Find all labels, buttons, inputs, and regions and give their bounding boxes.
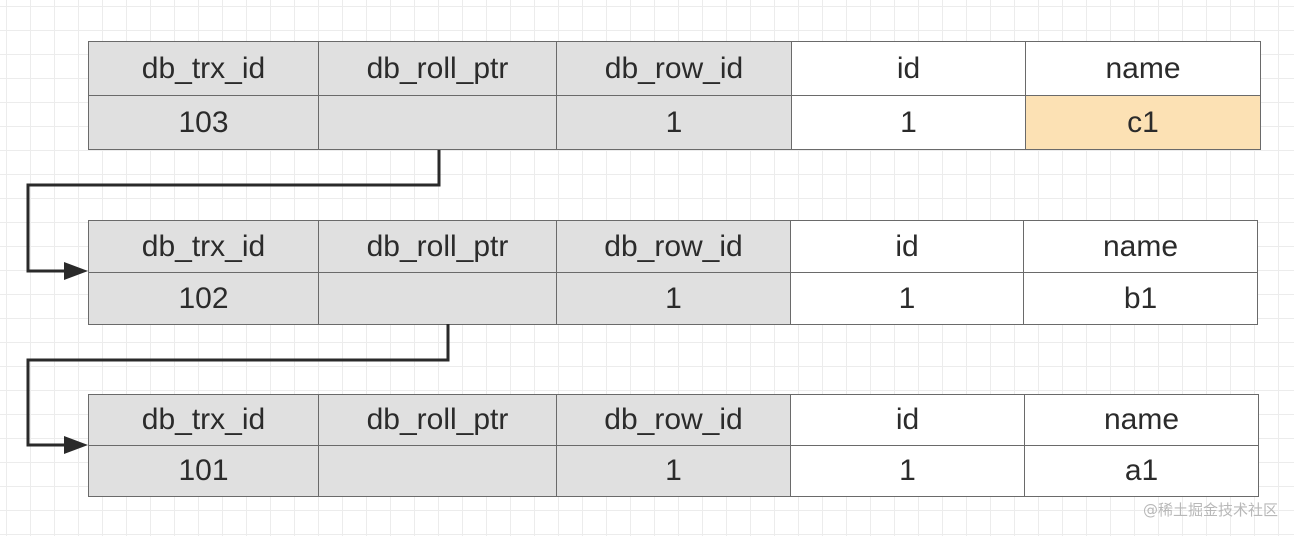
header-db-trx-id: db_trx_id (88, 394, 319, 446)
record-header-row: db_trx_id db_roll_ptr db_row_id id name (88, 41, 1261, 96)
header-db-roll-ptr: db_roll_ptr (318, 41, 557, 96)
value-db-roll-ptr (318, 445, 557, 497)
value-name: a1 (1024, 445, 1259, 497)
record-header-row: db_trx_id db_roll_ptr db_row_id id name (88, 220, 1258, 273)
undo-record-trx-103: db_trx_id db_roll_ptr db_row_id id name … (88, 41, 1261, 150)
header-id: id (790, 220, 1024, 273)
value-db-trx-id: 101 (88, 445, 319, 497)
record-header-row: db_trx_id db_roll_ptr db_row_id id name (88, 394, 1259, 446)
value-db-row-id: 1 (556, 95, 792, 150)
value-db-roll-ptr (318, 272, 557, 325)
header-db-row-id: db_row_id (556, 220, 791, 273)
header-db-trx-id: db_trx_id (88, 41, 319, 96)
arrowhead-icon (64, 436, 88, 454)
header-db-row-id: db_row_id (556, 394, 791, 446)
header-db-row-id: db_row_id (556, 41, 792, 96)
value-db-row-id: 1 (556, 272, 791, 325)
value-db-trx-id: 103 (88, 95, 319, 150)
arrowhead-icon (64, 262, 88, 280)
value-db-row-id: 1 (556, 445, 791, 497)
value-name: b1 (1023, 272, 1258, 325)
header-name: name (1024, 394, 1259, 446)
value-db-roll-ptr (318, 95, 557, 150)
value-id: 1 (790, 445, 1025, 497)
record-value-row: 103 1 1 c1 (88, 95, 1261, 150)
watermark: @稀土掘金技术社区 (1142, 501, 1278, 519)
value-db-trx-id: 102 (88, 272, 319, 325)
header-name: name (1023, 220, 1258, 273)
header-db-roll-ptr: db_roll_ptr (318, 394, 557, 446)
header-id: id (791, 41, 1026, 96)
record-value-row: 102 1 1 b1 (88, 272, 1258, 325)
value-id: 1 (790, 272, 1024, 325)
undo-record-trx-101: db_trx_id db_roll_ptr db_row_id id name … (88, 394, 1259, 497)
header-db-trx-id: db_trx_id (88, 220, 319, 273)
header-name: name (1025, 41, 1261, 96)
header-db-roll-ptr: db_roll_ptr (318, 220, 557, 273)
record-value-row: 101 1 1 a1 (88, 445, 1259, 497)
value-id: 1 (791, 95, 1026, 150)
undo-record-trx-102: db_trx_id db_roll_ptr db_row_id id name … (88, 220, 1258, 325)
value-name-highlighted: c1 (1025, 95, 1261, 150)
header-id: id (790, 394, 1025, 446)
